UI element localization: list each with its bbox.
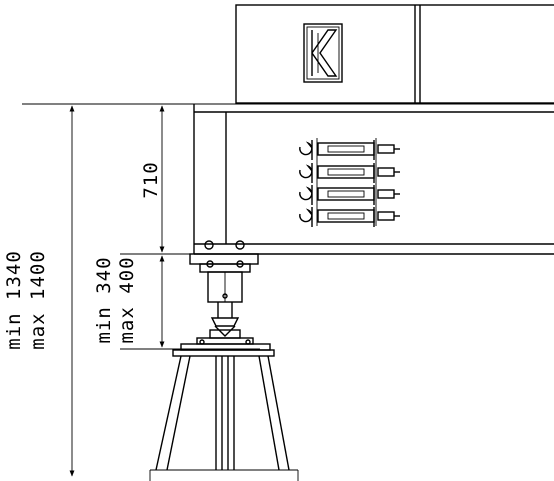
adjustable-support — [189, 240, 259, 345]
k-logo-icon — [303, 23, 343, 83]
hook-set — [299, 138, 400, 227]
stand-base — [149, 343, 299, 481]
hook-lifting-strap-icon — [299, 207, 400, 227]
crane-top-housing — [235, 4, 554, 104]
dimension-label-710: 710 — [140, 161, 162, 198]
hook-lifting-strap-icon — [299, 163, 400, 183]
crane-frame — [193, 104, 554, 255]
hook-lifting-strap-icon — [299, 185, 400, 205]
dimension-label-total-min: min 1340 — [3, 250, 25, 350]
hook-lifting-strap-icon — [299, 140, 400, 160]
dimension-label-support-min: min 340 — [93, 256, 115, 343]
dimension-label-total-max: max 1400 — [27, 250, 49, 350]
dimension-label-support-max: max 400 — [116, 256, 138, 343]
